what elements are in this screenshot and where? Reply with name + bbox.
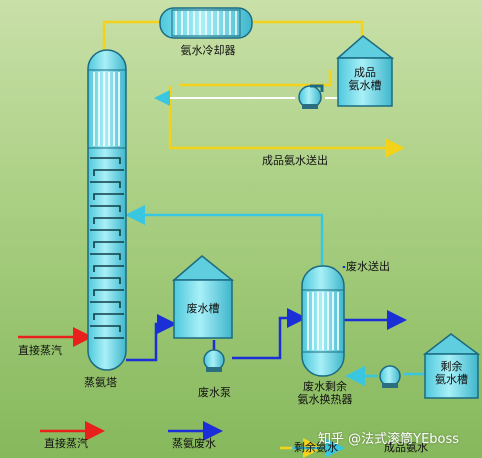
legend-product-ammonia: 成品氨水: [384, 441, 428, 454]
product-out-label: 成品氨水送出: [262, 154, 328, 167]
column-label: 蒸氨塔: [84, 376, 117, 389]
product-tank-label: 成品 氨水槽: [348, 66, 382, 92]
waste-water-tank: [171, 255, 235, 339]
ammonia-cooler: [159, 7, 253, 39]
legend-steam: 直接蒸汽: [44, 437, 88, 450]
stripping-column: [87, 49, 127, 371]
watermark: 知乎 @法式滚筒YEboss: [318, 432, 460, 447]
waste-out-label: 废水送出: [346, 260, 390, 273]
legend-waste-water: 蒸氨废水: [172, 437, 216, 450]
residual-ammonia-tank: [422, 333, 481, 399]
residual-tank-label: 剩余 氨水槽: [435, 360, 468, 386]
steam-lines: [18, 327, 105, 441]
product-ammonia-tank: [336, 35, 395, 107]
residual-pump: [379, 365, 401, 388]
exchanger-label: 废水剩余 氨水换热器: [297, 380, 353, 406]
legend-residual-ammonia: 剩余氨水: [294, 441, 338, 454]
cooler-label: 氨水冷却器: [180, 44, 236, 57]
product-pump: [298, 84, 324, 109]
residual-ammonia-lines: [125, 205, 425, 458]
waste-pump: [203, 349, 225, 372]
waste-water-lines: [126, 266, 407, 441]
waste-pump-label: 废水泵: [198, 386, 231, 399]
waste-tank-label: 废水槽: [186, 302, 220, 315]
heat-exchanger: [301, 265, 345, 377]
steam-in-label: 直接蒸汽: [18, 344, 62, 357]
